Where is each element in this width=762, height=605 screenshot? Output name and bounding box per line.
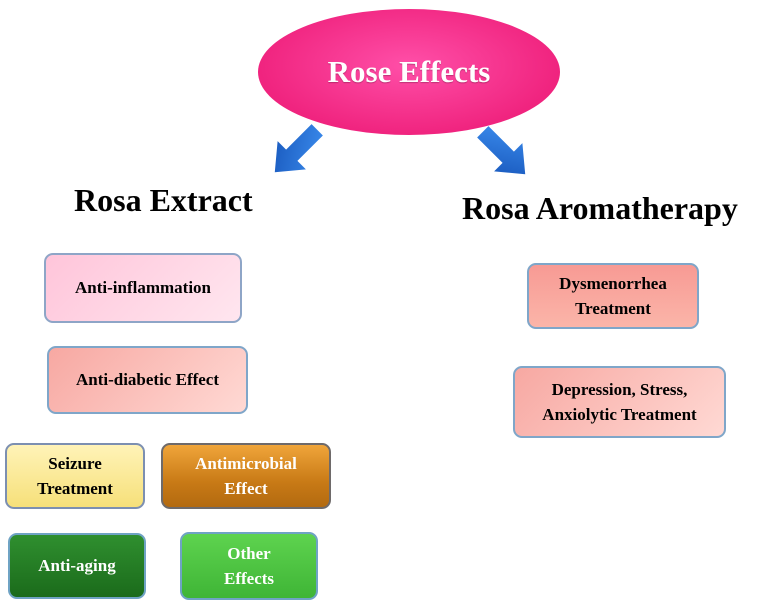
heading-rosa-aromatherapy: Rosa Aromatherapy	[462, 190, 738, 226]
box-other-effects: Other Effects	[180, 532, 318, 600]
root-label: Rose Effects	[327, 54, 491, 89]
box-anti-inflammation: Anti-inflammation	[44, 253, 242, 323]
box-dysmenorrhea-treatment: Dysmenorrhea Treatment	[527, 263, 699, 329]
box-label: Anti-aging	[38, 556, 116, 576]
box-anti-aging: Anti-aging	[8, 533, 146, 599]
box-label-line2: Anxiolytic Treatment	[542, 405, 697, 424]
box-antimicrobial-effect: Antimicrobial Effect	[161, 443, 331, 509]
root-node-rose-effects: Rose Effects	[258, 9, 560, 135]
box-anti-diabetic-effect: Anti-diabetic Effect	[47, 346, 248, 414]
box-label-line1: Dysmenorrhea	[559, 273, 667, 293]
box-label-line1: Antimicrobial	[195, 453, 297, 473]
box-label-line2: Effects	[223, 569, 275, 588]
box-label-line2: Treatment	[37, 479, 113, 498]
box-label: Anti-inflammation	[75, 278, 211, 298]
box-label-line1: Seizure	[48, 453, 102, 473]
arrow-to-aromatherapy-icon	[477, 126, 526, 175]
arrow-to-extract-icon	[274, 124, 323, 173]
box-label-line2: Effect	[224, 479, 268, 498]
box-seizure-treatment: Seizure Treatment	[5, 443, 145, 509]
box-label-line1: Other	[227, 543, 271, 563]
heading-rosa-extract: Rosa Extract	[74, 182, 253, 218]
box-label-line1: Depression, Stress,	[551, 379, 688, 399]
box-depression-stress-anxiolytic-treatment: Depression, Stress, Anxiolytic Treatment	[513, 366, 726, 438]
box-label: Anti-diabetic Effect	[75, 370, 220, 390]
box-label-line2: Treatment	[575, 299, 651, 318]
